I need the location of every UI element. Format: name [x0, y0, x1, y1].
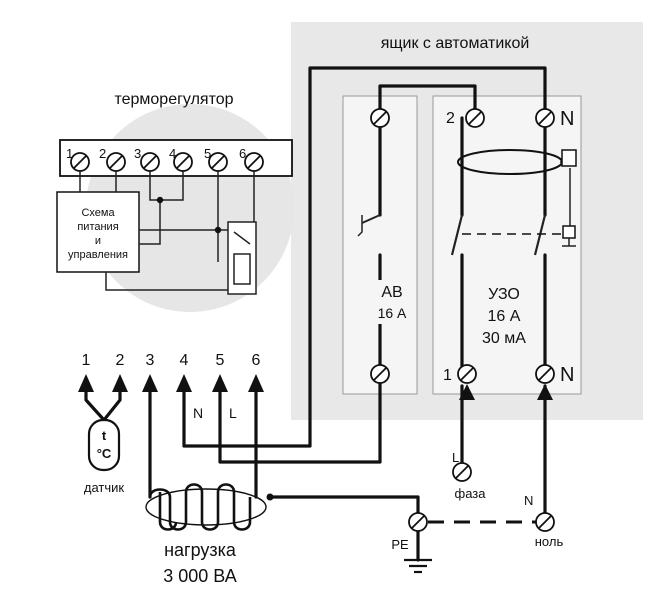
junction-dot	[156, 196, 164, 204]
thermostat-terminal-screws	[70, 152, 264, 172]
connector-arrows	[78, 374, 553, 400]
thermostat-terminal-numbers: 1 2 3 4 5 6	[66, 146, 246, 161]
temperature-sensor-icon	[87, 418, 121, 472]
control-box-line: Схема	[81, 207, 115, 219]
junction-dot	[214, 226, 222, 234]
connector-number: 3	[146, 352, 155, 369]
breaker-label-bg	[372, 280, 412, 324]
thermostat-terminal-number: 1	[66, 146, 73, 161]
rcd-label-bg	[478, 280, 540, 350]
rcd-rating: 16 А	[488, 308, 521, 325]
switch-contacts	[357, 214, 547, 256]
connector-number: 2	[116, 352, 125, 369]
control-box-line: питания	[77, 221, 118, 233]
rcd-terminal-label: N	[560, 108, 574, 130]
heating-load-coil-icon	[145, 483, 267, 531]
relay-icon	[227, 221, 257, 295]
connector-number: 5	[216, 352, 225, 369]
sensor-label: датчик	[84, 480, 125, 495]
control-circuit-box	[56, 191, 140, 273]
rcd-terminal-label: 1	[443, 367, 452, 384]
rcd-name: УЗО	[488, 286, 520, 303]
rcd-sensitivity: 30 мА	[482, 330, 526, 347]
pe-junction-dot	[266, 493, 274, 501]
load-power: 3 000 ВА	[163, 566, 236, 586]
connector-numbers: 1 2 3 4 5 6	[82, 352, 261, 369]
connector-number: 1	[82, 352, 91, 369]
cabinet-terminal-screws	[370, 108, 555, 384]
control-box-line: управления	[68, 249, 128, 261]
wire-label-l: L	[229, 405, 237, 421]
phase-label: фаза	[455, 486, 487, 501]
thermostat-terminal-number: 6	[239, 146, 246, 161]
wire-label-n: N	[193, 405, 203, 421]
control-circuit-text: Схема питания и управления	[68, 207, 128, 261]
rcd-test-block	[562, 225, 576, 239]
thermostat-terminal-number: 5	[204, 146, 211, 161]
rcd-trip-coil	[561, 149, 577, 167]
rcd-terminal-label: N	[560, 364, 574, 386]
sensor-symbol-c: °C	[97, 446, 112, 461]
ground-label: PE	[391, 537, 409, 552]
breaker-rating: 16 А	[378, 305, 407, 321]
sensor-symbol-t: t	[102, 428, 107, 443]
rcd-test-ground	[562, 238, 576, 247]
thermostat-title: терморегулятор	[114, 91, 233, 108]
cabinet-title: ящик с автоматикой	[381, 35, 530, 52]
ground-symbol-icon	[404, 558, 432, 574]
rcd-terminal-label: 2	[446, 110, 455, 127]
thermostat-terminal-number: 3	[134, 146, 141, 161]
connector-number: 6	[252, 352, 261, 369]
load-label: нагрузка	[164, 540, 237, 560]
neutral-label: ноль	[535, 534, 564, 549]
thermostat-terminal-number: 2	[99, 146, 106, 161]
breaker-name: АВ	[381, 284, 402, 301]
thermostat-terminal-number: 4	[169, 146, 176, 161]
neutral-wire-label: N	[524, 493, 533, 508]
phase-wire-label: L	[452, 450, 459, 465]
control-box-line: и	[95, 235, 101, 247]
connector-number: 4	[180, 352, 189, 369]
